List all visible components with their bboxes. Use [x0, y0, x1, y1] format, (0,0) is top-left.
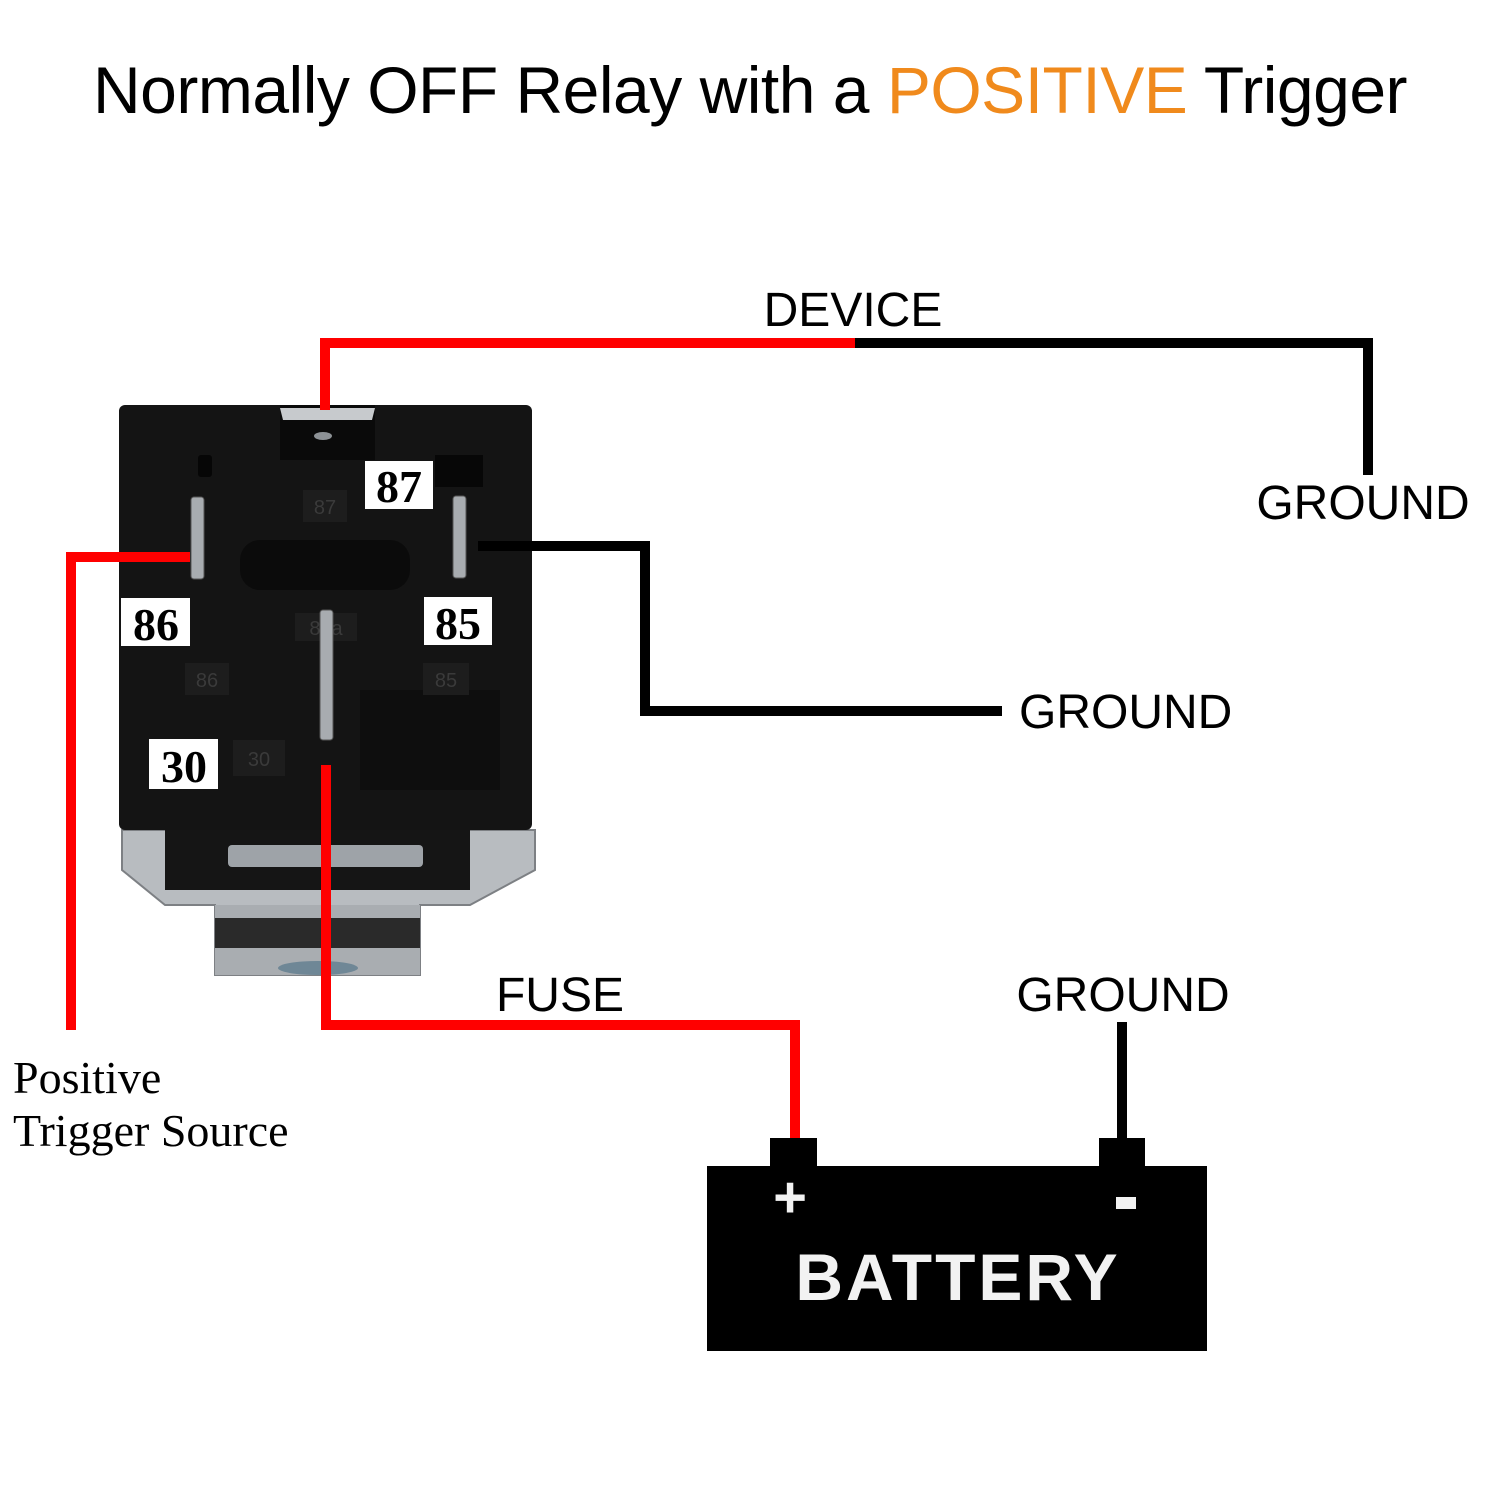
- relay: 87 87a 86 85 30 87: [119, 405, 536, 976]
- molded-text-86: 86: [196, 670, 218, 692]
- wire-86-trigger: [66, 552, 190, 1030]
- label-trigger-line-2: Trigger Source: [13, 1105, 289, 1156]
- pin-number-85: 85: [435, 598, 481, 649]
- wire-85-ground: [478, 541, 1002, 716]
- molded-label-85: 85: [423, 663, 469, 695]
- pin-label-30: 30: [149, 739, 218, 792]
- terminal-85-blade: [452, 495, 467, 579]
- wire-device-to-ground: [855, 338, 1373, 475]
- wire-30-fuse-battery: [321, 765, 800, 1140]
- title-highlight: POSITIVE: [886, 53, 1188, 127]
- relay-bracket-tab-dark: [215, 918, 420, 948]
- battery-negative-terminal: [1099, 1138, 1145, 1168]
- molded-label-87: 87: [303, 490, 347, 522]
- pin-number-86: 86: [133, 599, 179, 650]
- battery: + BATTERY: [707, 1138, 1207, 1351]
- battery-plus-sign: +: [773, 1165, 807, 1230]
- molded-label-86: 86: [185, 663, 229, 695]
- title-part-2: Trigger: [1187, 53, 1408, 127]
- relay-recess-upper: [240, 540, 410, 590]
- pin-label-87: 87: [365, 461, 433, 512]
- terminal-30-blade: [319, 609, 334, 741]
- battery-positive-terminal: [770, 1138, 817, 1168]
- battery-body: [707, 1166, 1207, 1351]
- battery-label: BATTERY: [795, 1240, 1120, 1314]
- molded-text-85: 85: [435, 670, 457, 692]
- pin-label-85: 85: [424, 597, 492, 649]
- title-part-1: Normally OFF Relay with a: [93, 53, 887, 127]
- label-fuse: FUSE: [496, 969, 624, 1022]
- relay-recess-lower: [360, 690, 500, 790]
- battery-minus-sign-shape: [1116, 1197, 1136, 1209]
- wire-87-to-device: [320, 338, 855, 410]
- relay-slot: [435, 455, 483, 487]
- terminal-86-blade: [190, 496, 205, 580]
- terminal-87-hole: [314, 432, 332, 440]
- label-ground-device: GROUND: [1256, 477, 1469, 530]
- molded-label-30: 30: [233, 740, 285, 776]
- label-ground-battery: GROUND: [1016, 969, 1229, 1022]
- relay-mount-hole: [278, 961, 358, 975]
- terminal-87-top: [280, 408, 375, 420]
- pin-number-87: 87: [376, 461, 422, 512]
- diagram-title: Normally OFF Relay with a POSITIVE Trigg…: [0, 52, 1500, 128]
- pin-label-86: 86: [121, 598, 190, 650]
- label-device: DEVICE: [764, 284, 943, 337]
- pin-number-30: 30: [161, 741, 207, 792]
- molded-text-30: 30: [248, 749, 270, 771]
- molded-text-87: 87: [314, 497, 336, 519]
- label-trigger-line-1: Positive: [13, 1052, 161, 1103]
- label-ground-coil: GROUND: [1019, 686, 1232, 739]
- relay-hole: [198, 455, 212, 477]
